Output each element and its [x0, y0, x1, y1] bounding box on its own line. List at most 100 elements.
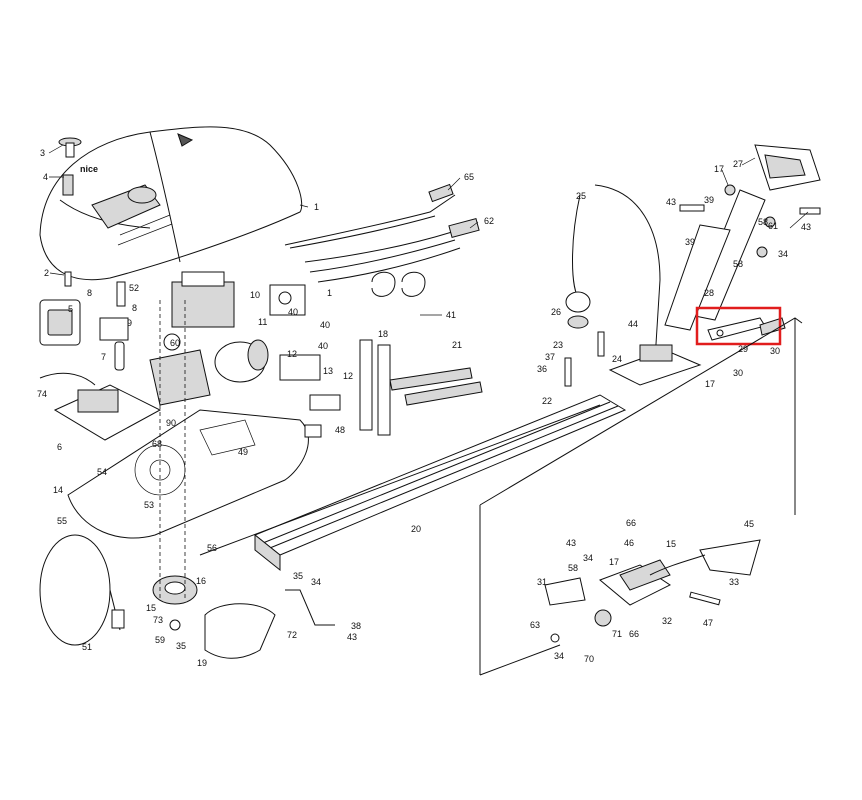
part-callouts: 1 1 2 3 4 5 6 7 8 8 9 10 11 12 12 13 14 … — [37, 148, 811, 668]
tensioner-kit — [479, 317, 803, 676]
callout-38: 38 — [351, 621, 361, 631]
callout-20: 20 — [411, 524, 421, 534]
callout-35b: 35 — [176, 641, 186, 651]
callout-9: 9 — [127, 318, 132, 328]
motor-cover: nice — [39, 126, 303, 287]
callout-44: 44 — [628, 319, 638, 329]
callout-56: 56 — [207, 543, 217, 553]
callout-14: 14 — [53, 485, 63, 495]
callout-13: 13 — [323, 366, 333, 376]
callout-73: 73 — [153, 615, 163, 625]
callout-31: 31 — [537, 577, 547, 587]
callout-26: 26 — [551, 307, 561, 317]
callout-19: 19 — [197, 658, 207, 668]
callout-52: 52 — [129, 283, 139, 293]
highlighted-part-29 — [707, 317, 786, 341]
callout-39b: 39 — [685, 237, 695, 247]
callout-90: 90 — [166, 418, 176, 428]
callout-40c: 40 — [318, 341, 328, 351]
callout-30: 30 — [770, 346, 780, 356]
callout-3: 3 — [40, 148, 45, 158]
callout-66b: 66 — [629, 629, 639, 639]
callout-1: 1 — [314, 202, 319, 212]
callout-37: 37 — [545, 352, 555, 362]
callout-34b: 34 — [583, 553, 593, 563]
callout-36: 36 — [537, 364, 547, 374]
wiring-harnesses — [284, 183, 480, 297]
callout-62: 62 — [484, 216, 494, 226]
callout-12: 12 — [287, 349, 297, 359]
callout-66: 66 — [626, 518, 636, 528]
callout-43b: 43 — [801, 222, 811, 232]
callout-8: 8 — [87, 288, 92, 298]
callout-72: 72 — [287, 630, 297, 640]
callout-58: 58 — [758, 217, 768, 227]
sprocket-assembly — [39, 300, 335, 659]
callout-58c: 58 — [568, 563, 578, 573]
callout-53: 53 — [144, 500, 154, 510]
callout-17b: 17 — [705, 379, 715, 389]
callout-7: 7 — [101, 352, 106, 362]
callout-74: 74 — [37, 389, 47, 399]
callout-10: 10 — [250, 290, 260, 300]
callout-23: 23 — [553, 340, 563, 350]
callout-40: 40 — [288, 307, 298, 317]
callout-46: 46 — [624, 538, 634, 548]
callout-48: 48 — [335, 425, 345, 435]
door-bracket — [664, 144, 821, 331]
callout-70: 70 — [584, 654, 594, 664]
carriage — [564, 184, 702, 387]
callout-34d: 34 — [778, 249, 788, 259]
callout-18: 18 — [378, 329, 388, 339]
callout-21: 21 — [452, 340, 462, 350]
callout-4: 4 — [43, 172, 48, 182]
callout-17c: 17 — [609, 557, 619, 567]
base-plate — [67, 354, 341, 539]
drive-components — [39, 271, 306, 441]
callout-27: 27 — [733, 159, 743, 169]
callout-43c: 43 — [566, 538, 576, 548]
callout-22: 22 — [542, 396, 552, 406]
callout-12b: 12 — [343, 371, 353, 381]
callout-43d: 43 — [347, 632, 357, 642]
callout-2: 2 — [44, 268, 49, 278]
callout-1b: 1 — [327, 288, 332, 298]
leader-lines — [48, 144, 809, 316]
callout-40b: 40 — [320, 320, 330, 330]
callout-16: 16 — [196, 576, 206, 586]
callout-54: 54 — [97, 467, 107, 477]
callout-29: 29 — [738, 344, 748, 354]
callout-33: 33 — [729, 577, 739, 587]
callout-35: 35 — [293, 571, 303, 581]
callout-15: 15 — [146, 603, 156, 613]
callout-32: 32 — [662, 616, 672, 626]
mounting-racks — [359, 339, 483, 436]
callout-34: 34 — [311, 577, 321, 587]
callout-34c: 34 — [554, 651, 564, 661]
callout-68: 68 — [152, 439, 162, 449]
highlight-box — [695, 306, 782, 346]
callout-28: 28 — [704, 288, 714, 298]
callout-61: 61 — [768, 221, 778, 231]
callout-8b: 8 — [132, 303, 137, 313]
callout-55: 55 — [57, 516, 67, 526]
callout-41: 41 — [446, 310, 456, 320]
callout-51: 51 — [82, 642, 92, 652]
callout-63: 63 — [530, 620, 540, 630]
callout-15b: 15 — [666, 539, 676, 549]
callout-30b: 30 — [733, 368, 743, 378]
callout-49: 49 — [238, 447, 248, 457]
callout-17: 17 — [714, 164, 724, 174]
callout-43: 43 — [666, 197, 676, 207]
callout-47: 47 — [703, 618, 713, 628]
rail — [199, 394, 627, 572]
callout-59: 59 — [155, 635, 165, 645]
callout-5: 5 — [68, 304, 73, 314]
callout-71: 71 — [612, 629, 622, 639]
brand-logo: nice — [80, 164, 98, 174]
callout-11: 11 — [258, 317, 267, 327]
callout-39: 39 — [704, 195, 714, 205]
callout-45: 45 — [744, 519, 754, 529]
